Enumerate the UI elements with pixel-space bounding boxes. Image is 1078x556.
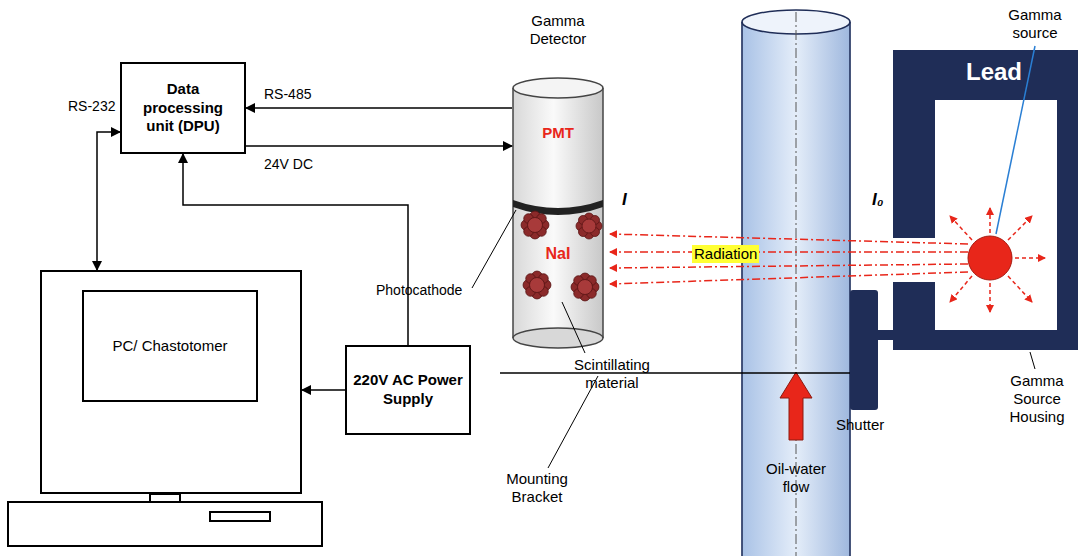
radiation-beams <box>610 234 968 284</box>
node-text: PMT <box>512 124 604 142</box>
flow-pipe-node: Oil-water flow <box>742 40 850 540</box>
part-label: Shutter <box>836 416 884 434</box>
computer-base <box>8 494 322 546</box>
process-box: Data processing unit (DPU) <box>120 62 246 154</box>
part-label: Photocathode <box>376 282 462 299</box>
node-text: PC/ Chastotomer <box>112 336 227 356</box>
flow-pipe <box>742 10 850 556</box>
connector <box>97 132 120 270</box>
connector <box>246 145 512 147</box>
pc-monitor: PC/ Chastotomer <box>40 270 302 494</box>
signal-label: 24V DC <box>262 156 315 172</box>
part-label: Gamma source <box>996 6 1074 42</box>
node-text: Data processing unit (DPU) <box>128 80 238 136</box>
leader-lines <box>472 210 1035 468</box>
signal-label: RS-485 <box>262 86 313 102</box>
connector <box>302 389 345 391</box>
source-housing <box>850 50 1078 410</box>
gamma-detector-cylinder <box>513 78 603 348</box>
part-label: Radiation <box>692 245 759 263</box>
mounting-bracket <box>500 372 850 374</box>
monitor-screen: PC/ Chastotomer <box>82 290 258 402</box>
node-text: NaI <box>512 244 604 263</box>
part-label: I₀ <box>872 190 883 210</box>
gamma-detector: Gamma DetectorPMT NaI <box>512 12 604 348</box>
part-label: I <box>622 190 627 210</box>
part-label: Mounting Bracket <box>500 470 574 506</box>
connector <box>246 107 512 109</box>
power-supply-box: 220V AC Power Supply <box>345 345 471 435</box>
part-label: Gamma Source Housing <box>998 372 1076 426</box>
node-text: Oil-water flow <box>761 460 831 496</box>
signal-label: RS-232 <box>66 98 117 114</box>
part-label: Scintillating material <box>566 356 658 392</box>
lead-housing: Lead <box>932 56 1056 92</box>
node-text: Lead <box>932 58 1056 87</box>
node-text: 220V AC Power Supply <box>353 371 463 409</box>
node-text: Gamma Detector <box>512 12 604 48</box>
